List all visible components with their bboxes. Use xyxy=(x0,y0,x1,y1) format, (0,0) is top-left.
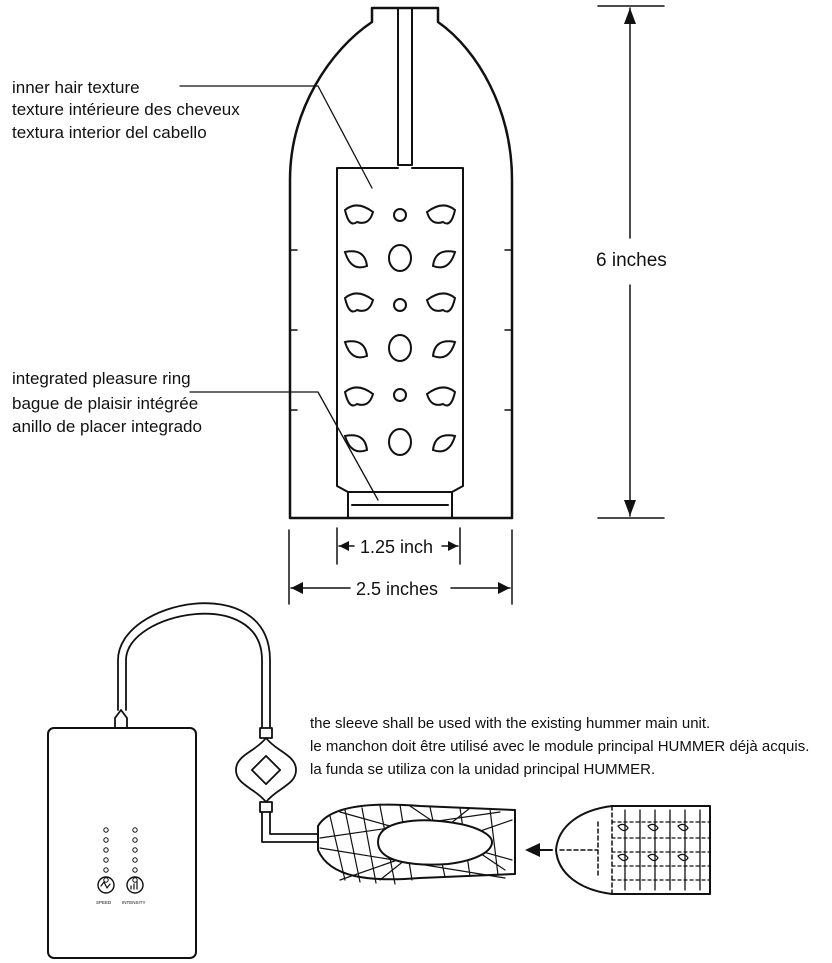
speed-label: SPEED xyxy=(96,900,112,905)
sleeve-outer-shell xyxy=(288,6,514,520)
pleasure-ring-label-es: anillo de placer integrado xyxy=(12,417,202,436)
main-unit-connector xyxy=(114,709,128,729)
shell-wall-ribs xyxy=(289,249,513,411)
sleeve-cross-section xyxy=(288,6,514,520)
height-dimension: 6 inches xyxy=(596,5,667,519)
texture-nubs xyxy=(343,204,457,456)
pump-bulb xyxy=(235,727,319,843)
usage-note-fr: le manchon doit être utilisé avec le mod… xyxy=(310,738,809,755)
pleasure-ring-shape xyxy=(347,491,453,519)
outer-sleeve xyxy=(317,803,516,885)
usage-note-en: the sleeve shall be used with the existi… xyxy=(310,715,710,732)
intensity-label: INTENSITY xyxy=(122,900,146,905)
intensity-button-icon xyxy=(126,876,144,894)
main-unit-body xyxy=(47,727,197,959)
sleeve-top-channel xyxy=(397,7,413,166)
sleeve-cavity xyxy=(376,819,494,866)
insertion-arrow-icon xyxy=(525,843,540,857)
leader-line-inner-texture xyxy=(179,85,373,189)
height-label: 6 inches xyxy=(596,250,667,271)
speed-indicator-lights xyxy=(103,827,109,883)
intensity-indicator-lights xyxy=(132,827,138,883)
leader-line-pleasure-ring xyxy=(189,391,379,501)
air-hose xyxy=(117,602,271,729)
opening-width-dimension: 1.25 inch xyxy=(336,527,461,565)
pleasure-ring-label-fr: bague de plaisir intégrée xyxy=(12,394,198,413)
speed-button-icon xyxy=(97,876,115,894)
usage-note-es: la funda se utiliza con la unidad princi… xyxy=(310,761,655,778)
total-width-label: 2.5 inches xyxy=(356,579,438,599)
inner-texture-label-fr: texture intérieure des cheveux xyxy=(12,100,240,119)
total-width-dimension: 2.5 inches xyxy=(288,529,513,605)
opening-width-label: 1.25 inch xyxy=(360,537,433,557)
inner-texture-label-es: textura interior del cabello xyxy=(12,123,207,142)
main-unit: SPEED INTENSITY xyxy=(47,709,197,959)
inner-insert xyxy=(555,805,711,895)
pleasure-ring-label-en: integrated pleasure ring xyxy=(12,369,191,388)
inner-chamber xyxy=(336,167,464,519)
inner-texture-label-en: inner hair texture xyxy=(12,78,140,97)
